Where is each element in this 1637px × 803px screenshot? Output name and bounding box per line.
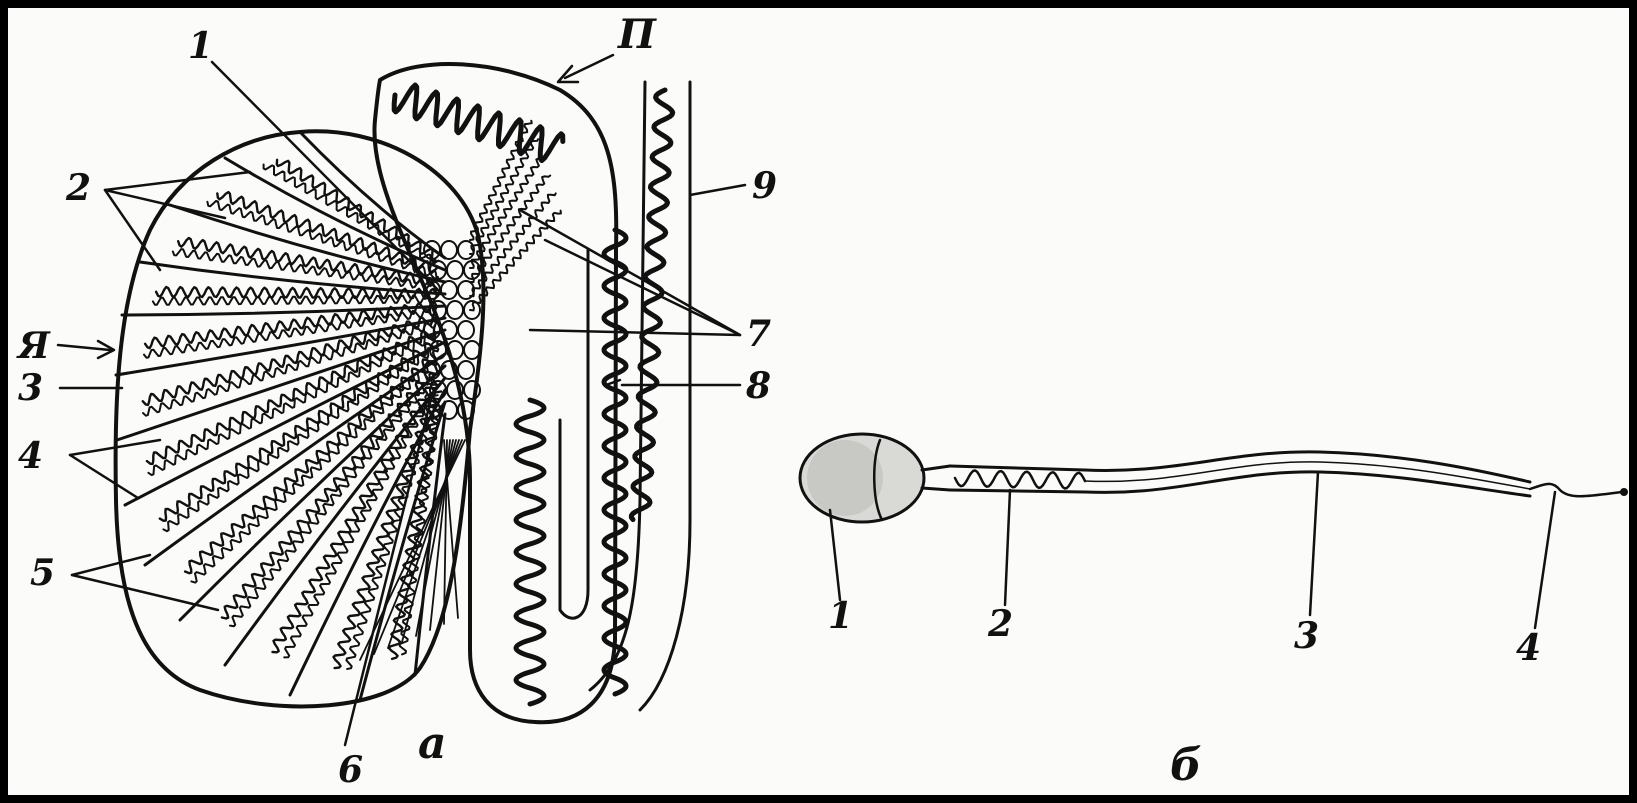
rete-cell [447, 261, 463, 279]
sperm-principal-piece-bottom [1085, 472, 1530, 496]
rete-cell [464, 381, 480, 399]
sperm-end-piece [1530, 484, 1622, 496]
ductus-deferens-lumen [631, 90, 672, 520]
epididymis-duct-head [394, 85, 563, 161]
epididymis-inner-wall [560, 250, 588, 618]
callout-a-7: 7 [746, 313, 771, 355]
callout-a-9: 9 [752, 165, 777, 207]
callout-a-6: 6 [338, 749, 363, 791]
testis-septum [225, 158, 445, 270]
seminiferous-tubule [264, 165, 439, 265]
callout-b-2: 2 [987, 603, 1013, 645]
mitochondrial-helix [955, 471, 1085, 489]
callout-a-5: 5 [30, 552, 55, 594]
seminiferous-tubule [160, 343, 438, 521]
callout-a-2: 2 [65, 167, 91, 209]
rete-cell [458, 321, 474, 339]
callout-b-3: 3 [1294, 615, 1319, 657]
rete-cell [458, 361, 474, 379]
testis-label: Я [16, 325, 51, 367]
callout-a-3: 3 [18, 367, 43, 409]
callout-b-4: 4 [1516, 627, 1541, 669]
callout-a-8: 8 [745, 365, 771, 407]
seminiferous-tubules [143, 160, 441, 669]
seminiferous-tubule [153, 295, 437, 304]
efferent-ductule [470, 139, 538, 254]
testis-diagram: 1 2 Я 3 4 5 6 а П 7 8 9 [16, 11, 777, 791]
callout-a-4: 4 [18, 435, 43, 477]
spermatozoon-diagram: 1 2 3 4 б [800, 434, 1628, 791]
callout-a-1: 1 [188, 25, 213, 67]
callout-b-1: 1 [828, 595, 853, 637]
epididymis-label: П [617, 11, 657, 58]
rete-cell [464, 341, 480, 359]
panel-label-b: б [1170, 740, 1202, 791]
sperm-head-nucleus [807, 440, 883, 516]
epididymis-duct-left [516, 400, 544, 704]
rete-cell [447, 301, 463, 319]
panel-label-a: а [418, 718, 447, 769]
rete-cell [441, 281, 457, 299]
rete-cell [441, 241, 457, 259]
callout-leaders-b [830, 472, 1555, 628]
sperm-neck [922, 466, 950, 490]
sperm-tail-tip [1620, 488, 1628, 496]
